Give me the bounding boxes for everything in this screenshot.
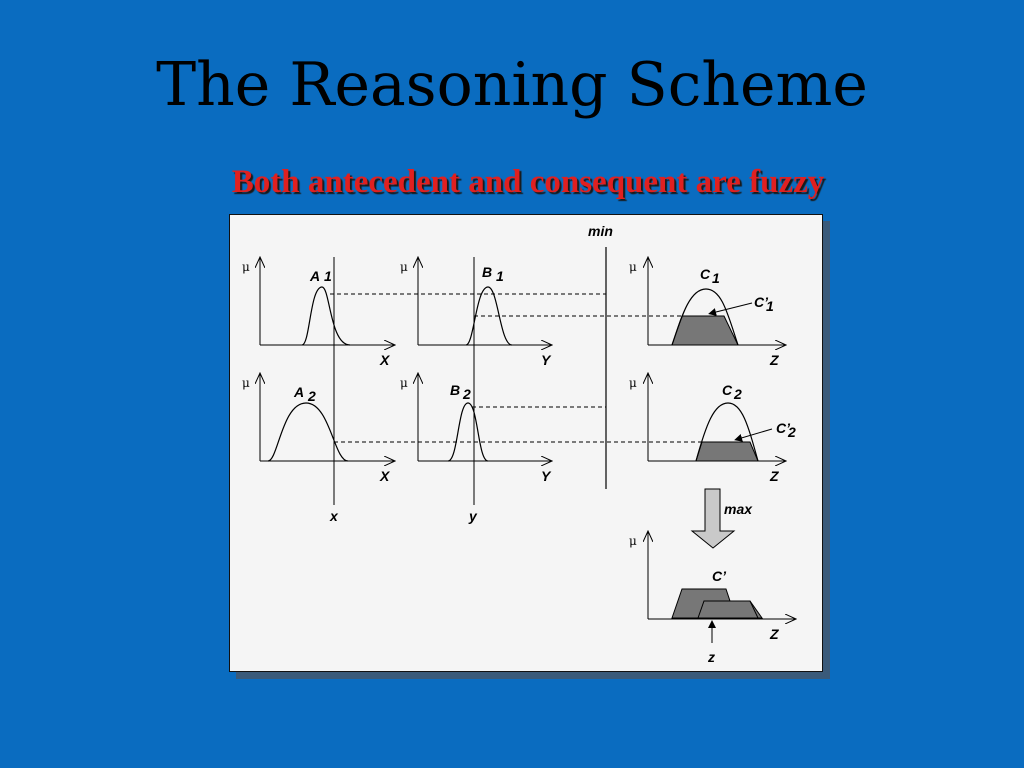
c2-clipped-pointer — [734, 428, 773, 442]
plot-aggregate: μ C’ Z z — [629, 531, 796, 665]
aggregate-mu-label: μ — [629, 534, 637, 548]
plot-a1: μ A 1 X — [242, 257, 395, 368]
a2-curve — [267, 402, 349, 462]
c2-label: C — [722, 382, 733, 398]
c1-clipped-area — [671, 315, 739, 346]
c2-mu-label: μ — [629, 376, 637, 390]
plot-c2: μ C 2 C’ 2 Z — [629, 373, 796, 484]
input-x-label: x — [329, 508, 339, 524]
a1-subscript: 1 — [324, 268, 332, 284]
c2-curve — [695, 402, 759, 462]
b1-label: B — [482, 264, 492, 280]
aggregate-inner-outline — [697, 600, 759, 619]
slide-title: The Reasoning Scheme — [156, 50, 868, 120]
fuzzy-reasoning-diagram: μ A 1 X μ B 1 Y μ C 1 C’ 1 Z — [242, 223, 822, 665]
b2-mu-label: μ — [400, 376, 408, 390]
max-label: max — [724, 501, 753, 517]
b1-axis-label: Y — [541, 352, 552, 368]
a1-axis-label: X — [379, 352, 391, 368]
fuzzy-reasoning-figure: μ A 1 X μ B 1 Y μ C 1 C’ 1 Z — [229, 214, 823, 672]
c2-subscript: 2 — [733, 386, 742, 402]
c1-clipped-pointer — [708, 302, 753, 316]
aggregate-union-area — [671, 588, 763, 619]
c1-axis-label: Z — [769, 352, 779, 368]
max-arrow-icon — [690, 488, 736, 549]
c1-mu-label: μ — [629, 260, 637, 274]
c2-axis-label: Z — [769, 468, 779, 484]
c2-clipped-area — [695, 441, 759, 462]
a2-label: A — [293, 384, 304, 400]
input-y-label: y — [468, 508, 478, 524]
b2-subscript: 2 — [462, 386, 471, 402]
a1-curve — [301, 286, 351, 346]
min-label: min — [588, 223, 613, 239]
rule1-row: μ A 1 X μ B 1 Y μ C 1 C’ 1 Z — [242, 257, 786, 368]
slide-subtitle: Both antecedent and consequent are fuzzy — [231, 164, 825, 200]
crisp-output-label: z — [707, 649, 715, 665]
b2-label: B — [450, 382, 460, 398]
c2-clipped-subscript: 2 — [787, 424, 796, 440]
a2-subscript: 2 — [307, 388, 316, 404]
plot-b2: μ B 2 Y — [400, 373, 552, 484]
a1-label: A — [309, 268, 320, 284]
a1-mu-label: μ — [242, 260, 250, 274]
b1-subscript: 1 — [496, 268, 504, 284]
rule2-row: μ A 2 X μ B 2 Y μ C 2 C’ 2 Z — [242, 373, 796, 484]
b1-mu-label: μ — [400, 260, 408, 274]
c1-subscript: 1 — [712, 270, 720, 286]
c1-clipped-subscript: 1 — [766, 298, 774, 314]
b2-curve — [447, 402, 489, 462]
c1-curve — [671, 288, 739, 346]
b2-axis-label: Y — [541, 468, 552, 484]
c2-clipped-label: C’ — [776, 420, 791, 436]
plot-b1: μ B 1 Y — [400, 257, 552, 368]
plot-a2: μ A 2 X — [242, 373, 395, 484]
a2-mu-label: μ — [242, 376, 250, 390]
plot-c1: μ C 1 C’ 1 Z — [629, 257, 786, 368]
c1-clipped-label: C’ — [754, 294, 769, 310]
b1-curve — [465, 286, 513, 346]
a2-axis-label: X — [379, 468, 391, 484]
aggregate-label: C’ — [712, 568, 727, 584]
aggregate-axis-label: Z — [769, 626, 779, 642]
c1-label: C — [700, 266, 711, 282]
